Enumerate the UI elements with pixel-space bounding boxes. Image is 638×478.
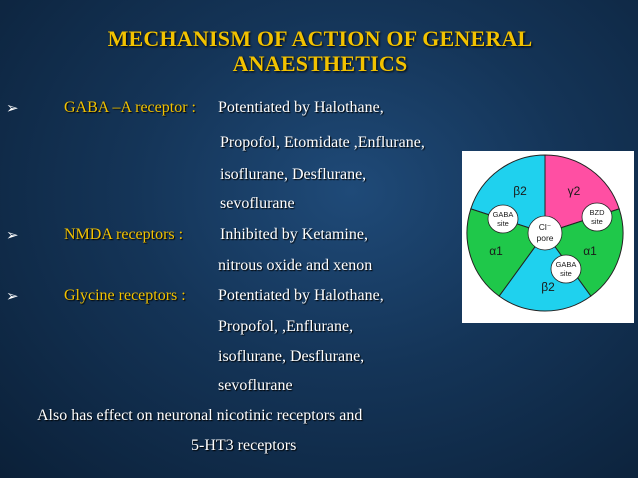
gaba-site-left-marker <box>487 204 519 234</box>
subunit-label-gamma2: γ2 <box>568 184 581 198</box>
gaba-site-bottom-line1: GABA <box>556 260 577 269</box>
subunit-alpha1-left <box>466 208 546 297</box>
glycine-effect-line-2: Propofol, ,Enflurane, <box>218 318 354 335</box>
footer-line-1: Also has effect on neuronal nicotinic re… <box>37 407 363 424</box>
subunit-label-beta2-top: β2 <box>513 184 527 198</box>
gaba-effect-line-2: Propofol, Etomidate ,Enflurane, <box>220 134 425 151</box>
arrowhead-bullet-icon: ➢ <box>6 287 19 305</box>
gaba-receptor-label: GABA –A receptor : <box>64 99 196 116</box>
bzd-site-line1: BZD <box>590 208 606 217</box>
subunit-beta2-bottom <box>498 232 592 312</box>
glycine-receptor-label: Glycine receptors : <box>64 287 186 304</box>
subunit-alpha1-right <box>544 208 624 297</box>
glycine-effect-line-1: Potentiated by Halothane, <box>218 287 384 304</box>
glycine-effect-line-4: sevoflurane <box>218 377 293 394</box>
arrowhead-bullet-icon: ➢ <box>6 226 19 244</box>
nmda-effect-line-2: nitrous oxide and xenon <box>218 257 373 274</box>
nmda-receptor-label: NMDA receptors : <box>64 226 184 243</box>
bzd-site-marker <box>581 202 613 232</box>
receptor-diagram-svg: β2 γ2 α1 α1 β2 GABA site BZD site GABA s… <box>466 154 624 312</box>
slide-title-line2: ANAESTHETICS <box>232 51 408 76</box>
slide-title: MECHANISM OF ACTION OF GENERAL ANAESTHET… <box>60 26 580 76</box>
nmda-effect-line-1: Inhibited by Ketamine, <box>220 226 368 243</box>
pore-label-line2: pore <box>536 233 553 243</box>
subunit-label-alpha1-left: α1 <box>489 244 503 258</box>
gaba-site-left-line2: site <box>497 219 509 228</box>
gaba-effect-line-3: isoflurane, Desflurane, <box>220 166 367 183</box>
arrowhead-bullet-icon: ➢ <box>6 99 19 117</box>
pore-label-line1: Cl⁻ <box>539 222 552 232</box>
gaba-site-bottom-marker <box>550 254 582 284</box>
slide-title-line1: MECHANISM OF ACTION OF GENERAL <box>107 26 533 51</box>
gaba-site-bottom-line2: site <box>560 269 572 278</box>
subunit-label-alpha1-right: α1 <box>583 244 597 258</box>
bzd-site-line2: site <box>591 217 603 226</box>
glycine-effect-line-3: isoflurane, Desflurane, <box>218 348 365 365</box>
gaba-effect-line-4: sevoflurane <box>220 195 295 212</box>
subunit-label-beta2-bottom: β2 <box>541 280 555 294</box>
gaba-effect-line-1: Potentiated by Halothane, <box>218 99 384 116</box>
footer-line-2: 5-HT3 receptors <box>191 437 297 454</box>
gaba-a-receptor-diagram: β2 γ2 α1 α1 β2 GABA site BZD site GABA s… <box>462 151 634 323</box>
gaba-site-left-line1: GABA <box>493 210 514 219</box>
chloride-pore <box>527 215 563 251</box>
